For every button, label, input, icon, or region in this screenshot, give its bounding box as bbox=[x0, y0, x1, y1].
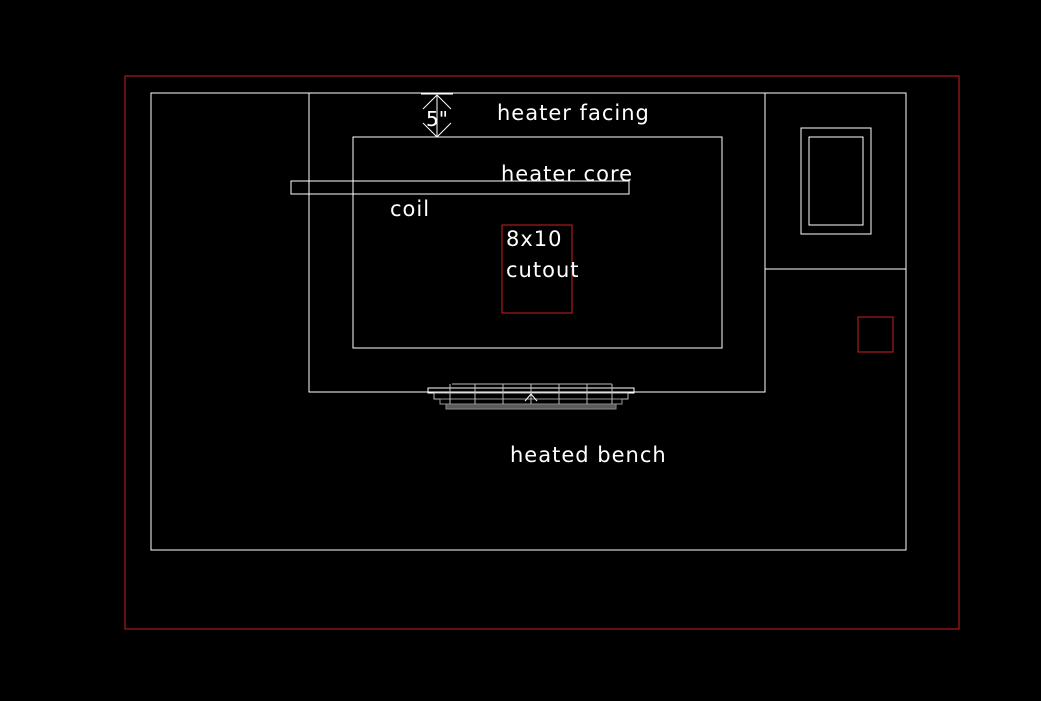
label-coil: coil bbox=[390, 197, 430, 221]
marker-square bbox=[857, 316, 894, 353]
coil-outline bbox=[290, 180, 630, 195]
label-cutout-size: 8x10 bbox=[506, 227, 563, 251]
heater-core-outline bbox=[352, 136, 723, 349]
window-inner bbox=[808, 136, 864, 226]
sheet-border bbox=[124, 75, 960, 630]
door-grate-detail bbox=[427, 383, 635, 410]
label-cutout: cutout bbox=[506, 258, 579, 282]
heater-facing-outline bbox=[308, 92, 766, 393]
label-heated-bench: heated bench bbox=[510, 443, 667, 467]
label-heater-core: heater core bbox=[501, 162, 633, 186]
label-dimension: 5" bbox=[426, 107, 448, 131]
dimension-arrow bbox=[421, 93, 453, 138]
cutout-outline bbox=[501, 224, 573, 314]
label-heater-facing: heater facing bbox=[497, 101, 650, 125]
window-outer bbox=[800, 127, 872, 235]
